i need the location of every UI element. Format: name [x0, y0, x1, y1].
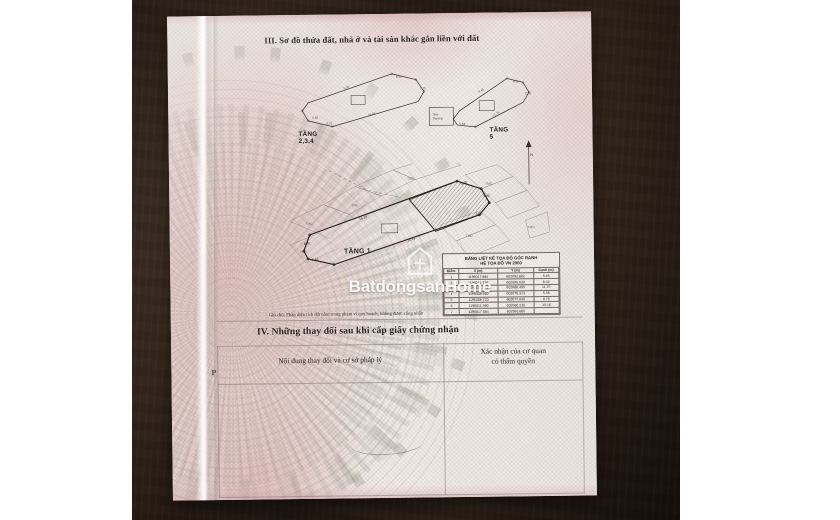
svg-text:8.75: 8.75 — [304, 242, 311, 246]
sec4-rule-divider — [443, 343, 446, 496]
changes-col-left-header: Nội dung thay đổi và cơ sở pháp lý — [278, 355, 383, 366]
coord-point: 7 — [444, 308, 460, 315]
svg-text:11.75: 11.75 — [407, 236, 416, 243]
svg-text:8.42: 8.42 — [396, 75, 402, 79]
sec4-rule-left — [217, 346, 220, 499]
svg-text:5.45: 5.45 — [460, 180, 468, 186]
north-arrow-icon: N — [524, 140, 535, 191]
svg-text:15.16: 15.16 — [367, 111, 376, 117]
svg-text:5.45: 5.45 — [343, 85, 350, 91]
changes-col-right-line1: Xác nhận của cơ quan — [480, 346, 546, 356]
pencil-mark — [349, 429, 425, 458]
changes-col-right-line2: có thẩm quyền — [491, 356, 536, 366]
svg-text:Thượng: Thượng — [432, 116, 443, 120]
section-iv-title: IV. Những thay đổi sau khi cấp giấy chứn… — [256, 324, 460, 338]
svg-text:Sân: Sân — [433, 112, 438, 116]
tang-5-outline: 5.45 8.42 2.75 11.75 5.56 Sân Thượng — [423, 70, 534, 133]
svg-text:11.75: 11.75 — [492, 110, 501, 117]
svg-text:2.75: 2.75 — [525, 91, 531, 95]
changes-col-right-header: Xác nhận của cơ quan có thẩm quyền — [449, 346, 577, 368]
table-row: 7 1196017.584 602693.885 — [444, 307, 560, 315]
svg-text:8.42: 8.42 — [483, 194, 490, 198]
cadastral-map: TMD TMD TMD TMD TMD TMD TMD — [289, 155, 550, 280]
svg-text:TMD: TMD — [485, 182, 493, 186]
svg-text:TMD: TMD — [306, 222, 314, 226]
section-iii-title: III. Sơ đồ thửa đất, nhà ở và tài sản kh… — [264, 32, 480, 46]
coord-x: 1196017.584 — [459, 308, 499, 315]
svg-text:8.75: 8.75 — [326, 122, 332, 126]
coordinate-table: BẢNG LIỆT KÊ TỌA ĐỘ GÓC RANH HỆ TỌA ĐỘ V… — [441, 251, 561, 317]
printed-content: III. Sơ đồ thửa đất, nhà ở và tài sản kh… — [167, 11, 597, 500]
svg-text:TMD: TMD — [528, 225, 536, 229]
coord-caption-2: HỆ TỌA ĐỘ VN 2000 — [480, 260, 522, 267]
planning-note: Ghi chú: Phần diện tích đất nằm trong ph… — [268, 310, 424, 318]
svg-text:TMD: TMD — [407, 177, 415, 181]
svg-text:15.16: 15.16 — [359, 215, 368, 222]
tang-1-label: TẦNG 1 — [343, 248, 371, 256]
svg-text:5.45: 5.45 — [478, 87, 485, 93]
svg-text:5.56: 5.56 — [312, 116, 318, 120]
coord-y: 602693.885 — [498, 307, 534, 315]
coord-len — [533, 307, 560, 314]
svg-text:5.56: 5.56 — [312, 258, 319, 262]
coord-caption-1: BẢNG LIỆT KÊ TỌA ĐỘ GÓC RANH — [464, 254, 538, 261]
sec4-rule-right-header — [443, 379, 583, 382]
svg-text:TMD: TMD — [466, 234, 474, 238]
coordinate-table-grid: Điểm X (m) Y (m) Cạnh (m) 1 1196017.884 … — [443, 266, 560, 315]
certificate-sheet: III. Sơ đồ thửa đất, nhà ở và tài sản kh… — [167, 11, 597, 501]
svg-text:N: N — [530, 152, 533, 157]
svg-text:TMD: TMD — [351, 203, 359, 207]
stray-letter-mark: P — [211, 368, 217, 378]
sec4-rule-left-header — [217, 381, 444, 385]
tang-234-label: TẦNG 2,3,4 — [298, 130, 318, 146]
sec4-rule-right — [582, 341, 585, 494]
svg-text:2.75: 2.75 — [420, 86, 426, 90]
svg-text:8.42: 8.42 — [513, 79, 519, 83]
tang-5-label: TẦNG 5 — [489, 126, 509, 141]
tang-234-outline: 5.45 8.42 2.75 15.16 5.56 8.75 — [296, 67, 437, 133]
svg-text:5.56: 5.56 — [459, 122, 465, 126]
